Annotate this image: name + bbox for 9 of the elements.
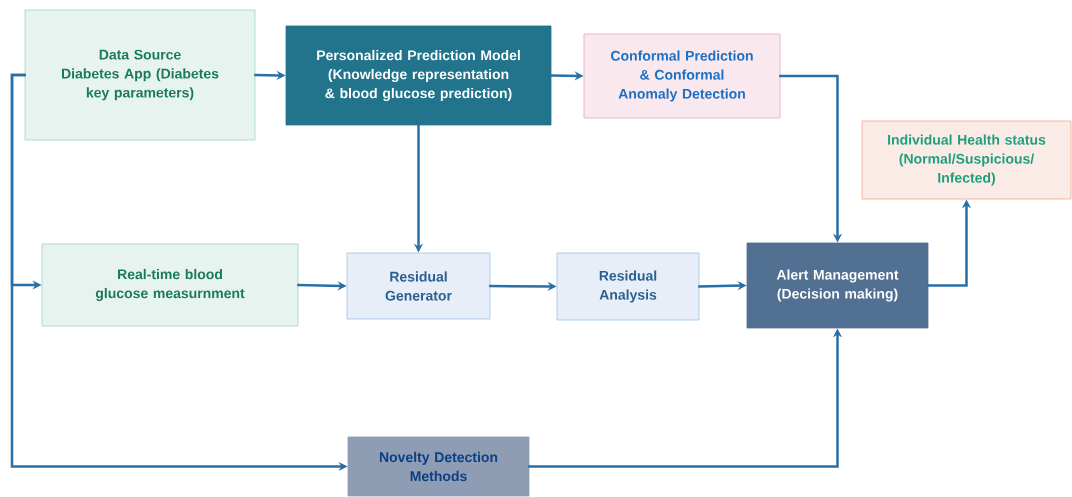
process-box: Novelty Detection Methods bbox=[347, 436, 530, 497]
process-box: Residual Analysis bbox=[556, 252, 700, 321]
source-box: Data Source Diabetes App (Diabetes key parameters) bbox=[24, 9, 256, 141]
process-box: Residual Generator bbox=[346, 252, 491, 320]
process-box: Conformal Prediction & Conformal Anomaly Detection bbox=[583, 33, 781, 119]
input-box: Real-time blood glucose measurnment bbox=[41, 243, 299, 327]
model-box: Personalized Prediction Model (Knowledge representation & blood glucose prediction) bbox=[285, 25, 552, 126]
decision-box: Alert Management (Decision making) bbox=[746, 242, 929, 329]
output-box: Individual Health status (Normal/Suspicious/ Infected) bbox=[861, 120, 1072, 200]
